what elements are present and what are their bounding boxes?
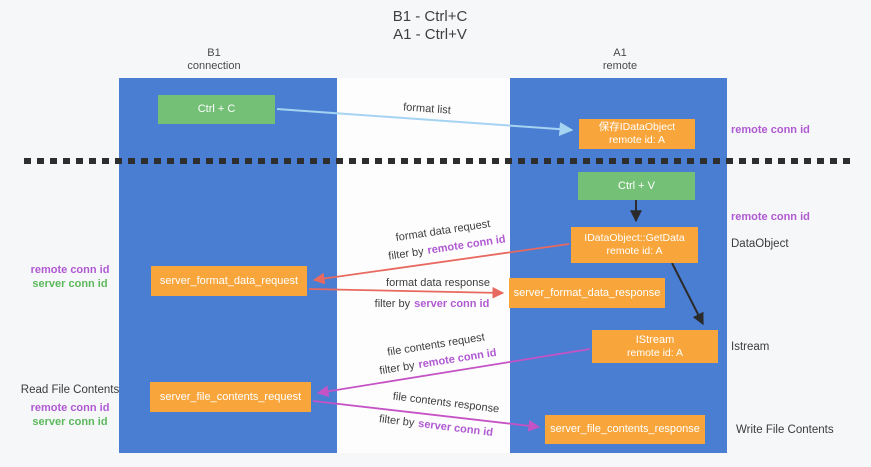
lifeline-a1-role: remote: [602, 60, 638, 72]
filter-by-text: filter by: [374, 298, 411, 310]
right-remote-conn-id-mid: remote conn id: [731, 211, 810, 223]
diagram-title: B1 - Ctrl+C A1 - Ctrl+V: [0, 8, 860, 44]
server-file-contents-response-label: server_file_contents_response: [550, 423, 700, 435]
server-file-contents-response-node: server_file_contents_response: [545, 415, 705, 444]
read-file-contents-label: Read File Contents: [20, 384, 120, 396]
server-format-data-response-node: server_format_data_response: [509, 278, 665, 308]
getdata-line2: remote id: A: [606, 245, 663, 257]
save-idataobject-line2: remote id: A: [608, 134, 666, 146]
server-conn-id-text: server conn id: [414, 298, 490, 310]
getdata-line1: IDataObject::GetData: [584, 232, 685, 244]
istream-side-label: Istream: [731, 341, 770, 353]
lifeline-header-a1: A1 remote: [514, 47, 726, 73]
write-file-contents-label: Write File Contents: [736, 424, 834, 436]
server-format-data-request-node: server_format_data_request: [151, 266, 307, 296]
left-conn-id-group-2: remote conn id server conn id: [14, 401, 126, 429]
ctrl-v-label: Ctrl + V: [618, 179, 655, 192]
phase-divider-dashed-line: [24, 158, 850, 164]
right-remote-conn-id-top: remote conn id: [731, 124, 810, 136]
lifeline-b1-role: connection: [187, 60, 241, 72]
save-idataobject-node: 保存IDataObject remote id: A: [579, 119, 695, 149]
title-line-1: B1 - Ctrl+C: [392, 8, 468, 25]
left-remote-conn-id-1: remote conn id: [30, 264, 110, 276]
server-format-data-response-label: server_format_data_response: [513, 286, 661, 299]
left-remote-conn-id-2: remote conn id: [30, 402, 110, 414]
save-idataobject-line1: 保存IDataObject: [598, 121, 676, 133]
ctrl-v-node: Ctrl + V: [578, 172, 695, 200]
ctrl-c-label: Ctrl + C: [197, 103, 236, 115]
dataobject-label: DataObject: [731, 238, 789, 250]
istream-node: IStream remote id: A: [592, 330, 718, 363]
left-conn-id-group-1: remote conn id server conn id: [14, 263, 126, 291]
ctrl-c-node: Ctrl + C: [158, 95, 275, 124]
left-server-conn-id-1: server conn id: [32, 278, 108, 290]
istream-line2: remote id: A: [626, 346, 684, 359]
istream-line1: IStream: [635, 333, 675, 346]
title-line-2: A1 - Ctrl+V: [393, 26, 467, 43]
format-data-response-label: format data response: [386, 277, 490, 289]
lifeline-header-b1: B1 connection: [108, 47, 320, 73]
left-server-conn-id-2: server conn id: [32, 416, 108, 428]
idataobject-getdata-node: IDataObject::GetData remote id: A: [571, 227, 698, 263]
lifeline-b1-name: B1: [207, 47, 221, 59]
server-format-data-request-label: server_format_data_request: [159, 274, 299, 287]
lifeline-a1-name: A1: [613, 47, 627, 59]
server-file-contents-request-label: server_file_contents_request: [159, 390, 302, 403]
server-file-contents-request-node: server_file_contents_request: [150, 382, 311, 412]
